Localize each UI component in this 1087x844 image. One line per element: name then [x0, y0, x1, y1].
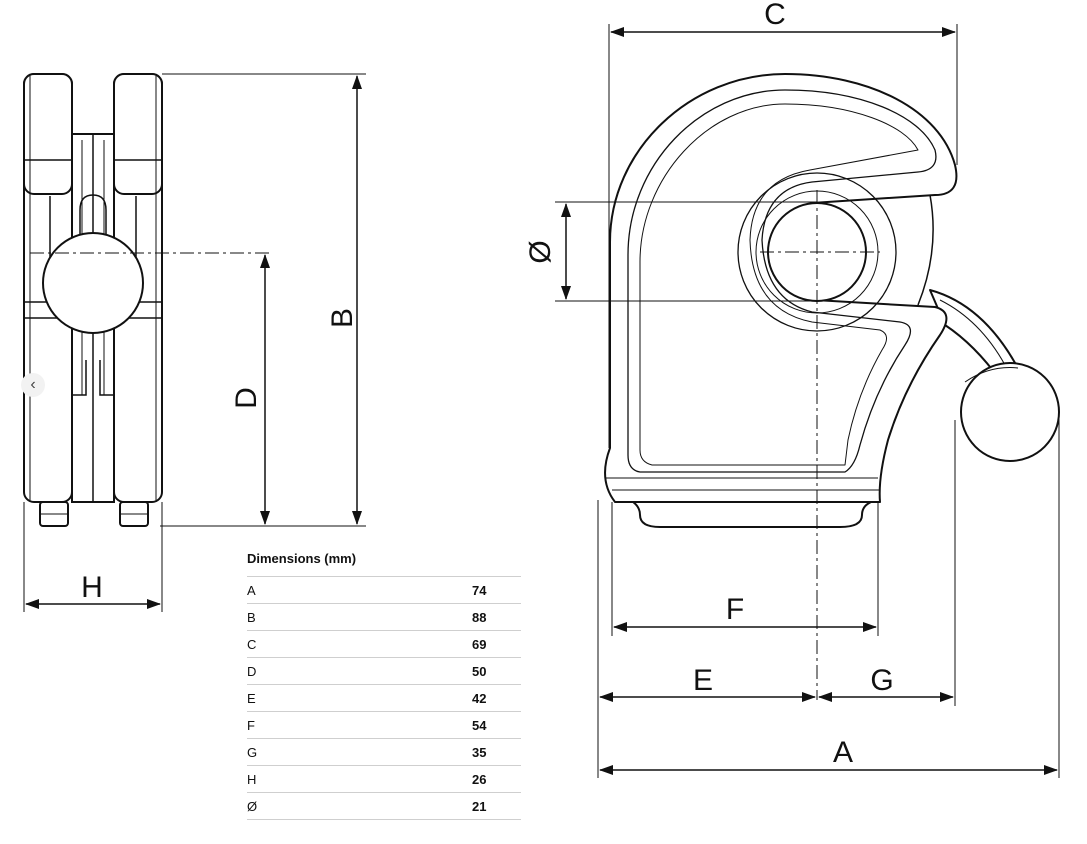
row-key: H: [247, 771, 257, 787]
row-value: 26: [472, 771, 487, 787]
row-key: Ø: [247, 798, 258, 814]
row-value: 50: [472, 663, 487, 679]
table-row: G 35: [247, 738, 521, 765]
side-view: [23, 73, 163, 527]
row-value: 69: [472, 636, 487, 652]
row-key: E: [247, 690, 256, 706]
dim-label-H: H: [81, 571, 103, 604]
row-value: 74: [472, 582, 487, 598]
dim-label-D: D: [230, 387, 263, 409]
dim-label-diameter: Ø: [524, 240, 557, 263]
dim-label-B: B: [326, 308, 359, 328]
table-row: C 69: [247, 630, 521, 657]
dim-label-C: C: [764, 0, 786, 31]
row-value: 21: [472, 798, 487, 814]
front-centerlines: [760, 190, 880, 700]
dim-label-A: A: [833, 736, 853, 769]
table-row: H 26: [247, 765, 521, 792]
front-view: [604, 73, 1060, 528]
row-key: A: [247, 582, 256, 598]
row-value: 42: [472, 690, 487, 706]
dim-label-G: G: [870, 664, 893, 697]
table-row: B 88: [247, 603, 521, 630]
row-key: F: [247, 717, 255, 733]
table-row: A 74: [247, 576, 521, 603]
prev-image-button[interactable]: ‹: [21, 373, 45, 397]
chevron-left-icon: ‹: [30, 376, 36, 393]
row-value: 54: [472, 717, 487, 733]
table-row: E 42: [247, 684, 521, 711]
table-row: Ø 21: [247, 792, 521, 820]
dim-label-F: F: [726, 593, 744, 626]
front-extension-lines: [555, 24, 1060, 778]
row-key: B: [247, 609, 256, 625]
table-row: F 54: [247, 711, 521, 738]
side-extension-lines: [23, 73, 366, 612]
table-row: D 50: [247, 657, 521, 684]
row-value: 88: [472, 609, 487, 625]
dimensions-table-title: Dimensions (mm): [247, 551, 357, 566]
row-value: 35: [472, 744, 487, 760]
row-key: G: [247, 744, 258, 760]
dim-label-E: E: [693, 664, 713, 697]
row-key: C: [247, 636, 257, 652]
row-key: D: [247, 663, 257, 679]
